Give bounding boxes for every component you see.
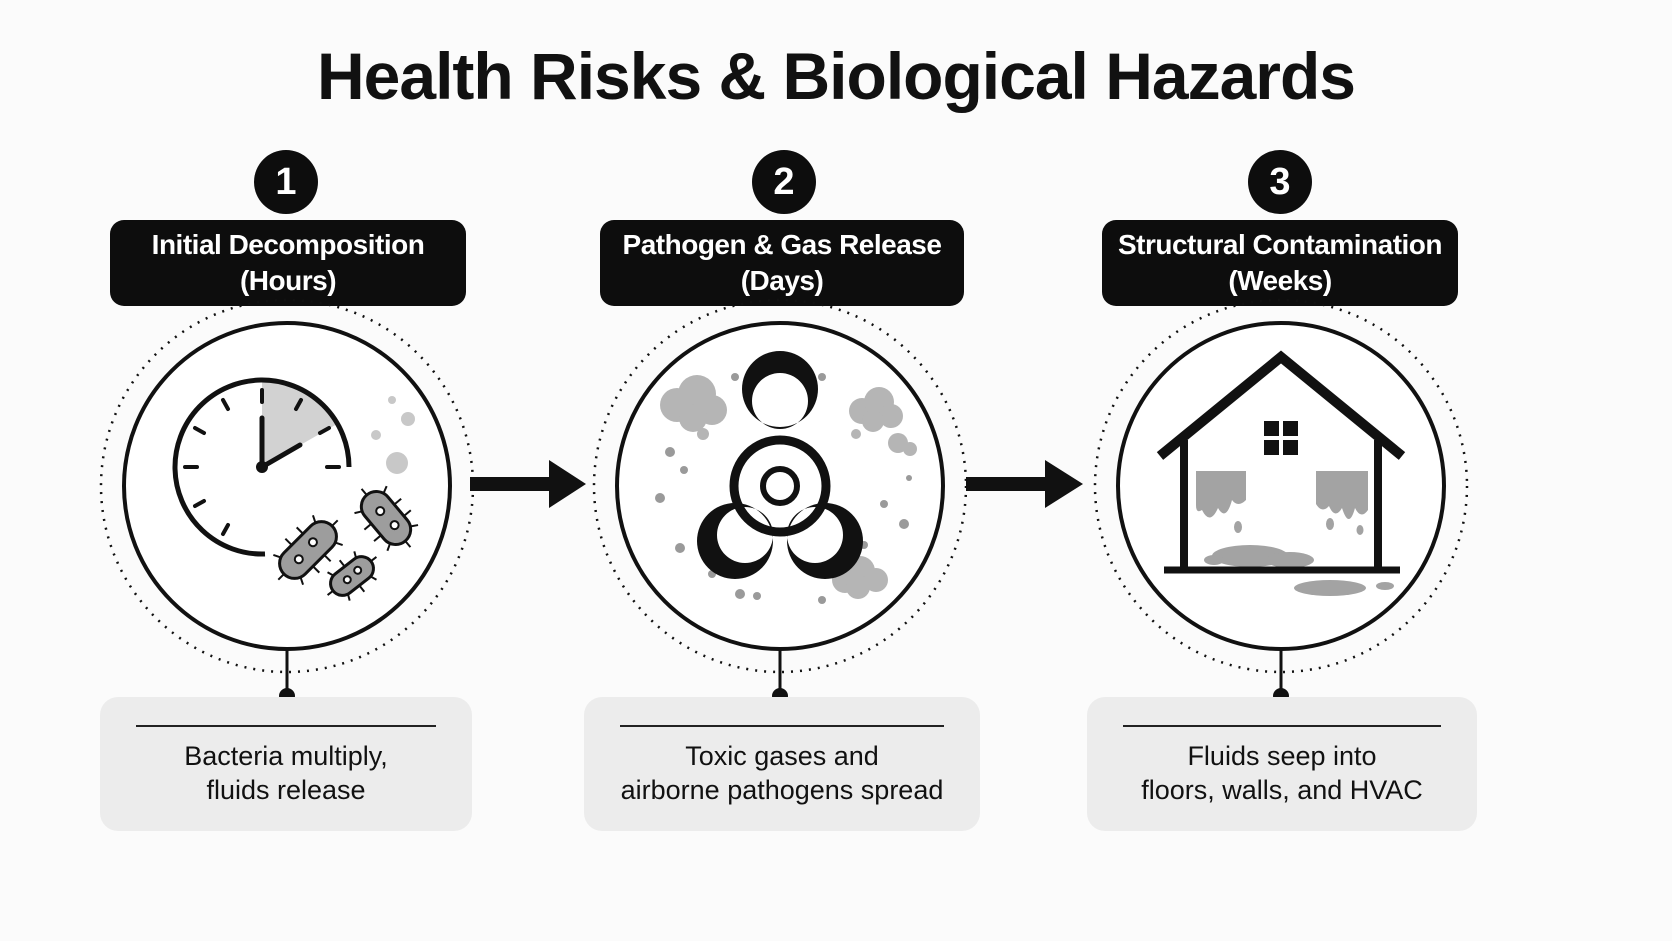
- stage-circle: [1116, 321, 1446, 651]
- page-title: Health Risks & Biological Hazards: [317, 39, 1356, 113]
- stage-1-illustration: [99, 298, 475, 704]
- biohazard-icon: [697, 351, 863, 579]
- divider: [136, 725, 436, 727]
- step-number-2: 2: [752, 150, 816, 214]
- divider: [620, 725, 944, 727]
- description-line: Fluids seep into: [1187, 741, 1377, 771]
- stage-duration: (Weeks): [1228, 265, 1332, 296]
- window-icon: [1264, 421, 1298, 455]
- description-card-2: Toxic gases and airborne pathogens sprea…: [584, 697, 980, 831]
- description-card-3: Fluids seep into floors, walls, and HVAC: [1087, 697, 1477, 831]
- stage-3-illustration: [1093, 298, 1469, 704]
- description-line: airborne pathogens spread: [620, 775, 944, 805]
- bacteria-icon: [273, 485, 419, 601]
- dotted-ring: [1093, 298, 1469, 674]
- description-line: Toxic gases and: [685, 741, 879, 771]
- stage-title: Structural Contamination: [1117, 229, 1443, 260]
- pathogen-dots: [655, 373, 912, 604]
- stage-label-2: Pathogen & Gas Release (Days): [600, 220, 964, 306]
- arrow-right-icon: [470, 460, 586, 508]
- stage-circle: [122, 321, 452, 651]
- stage-2-illustration: [592, 298, 968, 704]
- description-line: fluids release: [206, 775, 366, 805]
- particle-dots: [371, 396, 415, 474]
- arrow-right-icon: [966, 460, 1083, 508]
- step-number-label: 3: [1269, 160, 1291, 203]
- description-line: floors, walls, and HVAC: [1141, 775, 1423, 805]
- stage-duration: (Days): [740, 265, 824, 296]
- step-number-1: 1: [254, 150, 318, 214]
- house-icon: [1156, 350, 1406, 574]
- stage-title: Pathogen & Gas Release: [622, 229, 942, 260]
- step-number-label: 1: [275, 160, 297, 203]
- stage-duration: (Hours): [239, 265, 337, 296]
- gas-cloud-icon: [660, 375, 917, 599]
- description-text: Fluids seep into floors, walls, and HVAC: [1087, 739, 1477, 807]
- description-text: Bacteria multiply, fluids release: [100, 739, 472, 807]
- stage-title: Initial Decomposition: [151, 229, 425, 260]
- description-line: Bacteria multiply,: [184, 741, 388, 771]
- stage-label-1: Initial Decomposition (Hours): [110, 220, 466, 306]
- step-number-label: 2: [773, 160, 795, 203]
- divider: [1123, 725, 1441, 727]
- fluid-stain-icon: [1196, 471, 1394, 596]
- description-text: Toxic gases and airborne pathogens sprea…: [584, 739, 980, 807]
- description-card-1: Bacteria multiply, fluids release: [100, 697, 472, 831]
- stage-label-3: Structural Contamination (Weeks): [1102, 220, 1458, 306]
- step-number-3: 3: [1248, 150, 1312, 214]
- clock-icon: [172, 377, 352, 557]
